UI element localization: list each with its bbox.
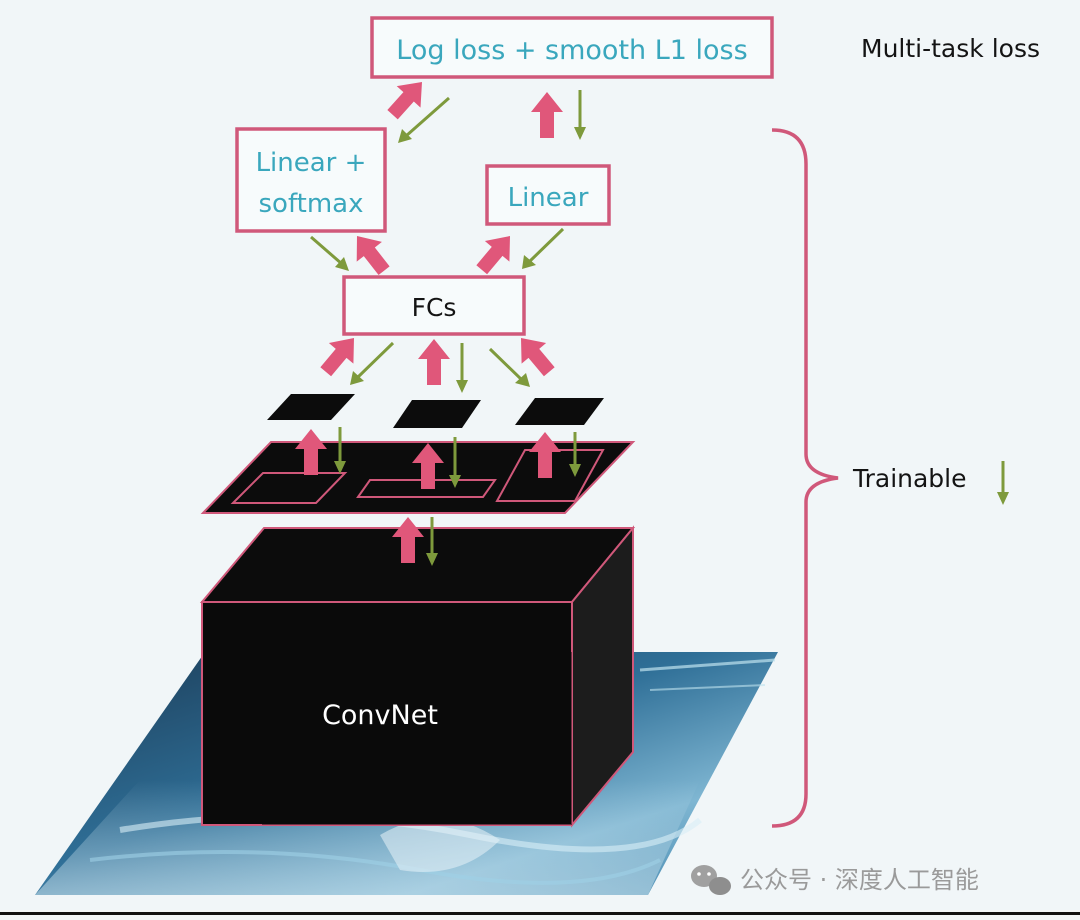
backward-arrow [488,347,530,387]
backward-arrow [522,227,565,269]
roi-right [495,449,605,502]
forward-arrow [476,236,510,275]
fcs-box: FCs [342,275,526,336]
backward-arrow [310,235,349,271]
forward-arrow [418,339,450,385]
classifier-box: Linear + softmax [235,127,387,233]
regressor-box: Linear [485,164,611,226]
forward-arrow [392,517,424,563]
wechat-icon [691,865,731,895]
fcs-label: FCs [412,293,457,322]
forward-arrow [356,236,390,275]
forward-arrow [521,338,555,377]
pooled-feature-left [267,394,355,420]
pooled-feature-middle [393,400,481,428]
backward-arrow [350,341,395,385]
backward-arrow [456,343,468,393]
trainable-label: Trainable [852,464,967,493]
multi-task-loss-label: Multi-task loss [861,34,1040,63]
bottom-border [0,912,1080,915]
forward-arrow [412,443,444,489]
forward-arrow [387,82,422,120]
roi-left [230,472,348,504]
roi-middle [356,479,497,498]
trainable-down-arrow-icon [997,461,1009,505]
convnet-block: ConvNet [199,525,636,828]
forward-arrow [529,432,561,478]
forward-arrow [320,338,354,377]
pooled-feature-right [515,398,604,425]
loss-label: Log loss + smooth L1 loss [396,35,747,66]
trainable-brace [771,128,839,828]
watermark-text: 公众号 · 深度人工智能 [740,866,979,894]
roi-pooled-features [267,394,604,428]
backward-arrows [310,90,586,566]
loss-box: Log loss + smooth L1 loss [370,16,774,79]
backward-arrow [334,427,346,474]
backward-arrow [574,90,586,140]
classifier-label-line1: Linear + [256,148,367,178]
forward-arrow [531,92,563,138]
regressor-label: Linear [508,183,589,213]
feature-map [200,441,636,514]
backward-arrow [398,96,450,143]
backward-arrow [449,437,461,488]
backward-arrow [569,432,581,477]
classifier-label-line2: softmax [259,189,364,219]
backward-arrow [426,517,438,566]
forward-arrow [295,429,327,475]
forward-arrows [295,82,563,563]
convnet-label: ConvNet [322,700,438,731]
